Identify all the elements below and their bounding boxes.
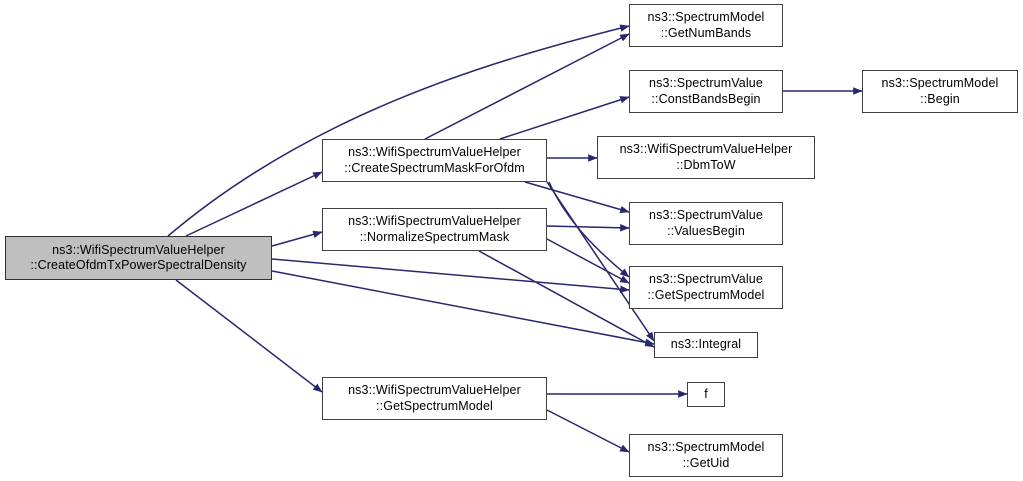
- node-label-line1: ns3::WifiSpectrumValueHelper: [348, 383, 521, 397]
- node-label-line2: ::ValuesBegin: [667, 223, 745, 238]
- node-label-line1: ns3::SpectrumValue: [649, 76, 763, 90]
- edge-createmask-to-getnumbands: [424, 33, 630, 140]
- node-label-line2: ::GetUid: [682, 455, 730, 470]
- node-get-num-bands[interactable]: ns3::SpectrumModel ::GetNumBands: [629, 4, 783, 47]
- node-integral[interactable]: ns3::Integral: [654, 332, 758, 358]
- node-label-line1: ns3::SpectrumValue: [649, 272, 763, 286]
- edge-root-to-getnumbands: [167, 24, 630, 237]
- edge-root-to-getspectrummodel_value: [271, 258, 630, 293]
- node-dbm-to-w[interactable]: ns3::WifiSpectrumValueHelper ::DbmToW: [597, 136, 815, 179]
- node-label-line1: ns3::WifiSpectrumValueHelper: [348, 145, 521, 159]
- node-spectrum-model-begin[interactable]: ns3::SpectrumModel ::Begin: [862, 70, 1018, 113]
- node-wifi-get-spectrum-model[interactable]: ns3::WifiSpectrumValueHelper ::GetSpectr…: [322, 377, 547, 420]
- node-label-line1: ns3::Integral: [670, 337, 742, 352]
- node-create-spectrum-mask-for-ofdm[interactable]: ns3::WifiSpectrumValueHelper ::CreateSpe…: [322, 139, 547, 182]
- node-label-line1: ns3::SpectrumModel: [647, 440, 765, 454]
- node-f[interactable]: f: [687, 382, 725, 407]
- node-label-line2: ::GetSpectrumModel: [647, 287, 765, 302]
- edge-normalizemask-to-valuesbegin: [546, 224, 630, 232]
- node-get-uid[interactable]: ns3::SpectrumModel ::GetUid: [629, 434, 783, 477]
- edge-normalizemask-to-getspectrummodel_value: [546, 238, 630, 284]
- node-label-line2: ::ConstBandsBegin: [651, 91, 761, 106]
- node-label-line1: ns3::SpectrumModel: [647, 10, 765, 24]
- edge-createmask-to-constbandsbegin: [499, 96, 630, 140]
- node-spectrum-value-get-spectrum-model[interactable]: ns3::SpectrumValue ::GetSpectrumModel: [629, 266, 783, 309]
- node-label-line1: ns3::SpectrumModel: [881, 76, 999, 90]
- edge-root-to-normalizemask: [271, 230, 323, 247]
- node-label-line2: ::GetSpectrumModel: [376, 398, 493, 413]
- edge-root-to-getspectrummodel_helper: [175, 279, 323, 393]
- edge-createmask-to-getspectrummodel_value: [548, 181, 630, 278]
- node-label-line1: ns3::WifiSpectrumValueHelper: [52, 242, 225, 257]
- edge-normalizemask-to-integral: [478, 250, 655, 348]
- node-label-line2: ::DbmToW: [676, 157, 736, 172]
- edge-getspectrummodel_helper-to-getuid: [546, 409, 630, 453]
- node-const-bands-begin[interactable]: ns3::SpectrumValue ::ConstBandsBegin: [629, 70, 783, 113]
- node-label-line2: ::Begin: [920, 91, 960, 106]
- node-label-line2: ::CreateOfdmTxPowerSpectralDensity: [30, 258, 247, 272]
- node-normalize-spectrum-mask[interactable]: ns3::WifiSpectrumValueHelper ::Normalize…: [322, 208, 547, 251]
- node-label-line1: ns3::WifiSpectrumValueHelper: [348, 214, 521, 228]
- node-label-line2: ::CreateSpectrumMaskForOfdm: [344, 160, 525, 175]
- node-label-line2: ::NormalizeSpectrumMask: [359, 229, 510, 244]
- node-label-line1: ns3::SpectrumValue: [649, 208, 763, 222]
- node-label-line2: ::GetNumBands: [660, 25, 752, 40]
- node-label-line1: ns3::WifiSpectrumValueHelper: [619, 142, 793, 156]
- node-label-line1: f: [704, 386, 708, 401]
- edge-root-to-integral: [271, 270, 655, 347]
- node-create-ofdm-tx-power-spectral-density[interactable]: ns3::WifiSpectrumValueHelper ::CreateOfd…: [5, 236, 272, 280]
- node-values-begin[interactable]: ns3::SpectrumValue ::ValuesBegin: [629, 202, 783, 245]
- edge-root-to-createmask: [185, 171, 323, 237]
